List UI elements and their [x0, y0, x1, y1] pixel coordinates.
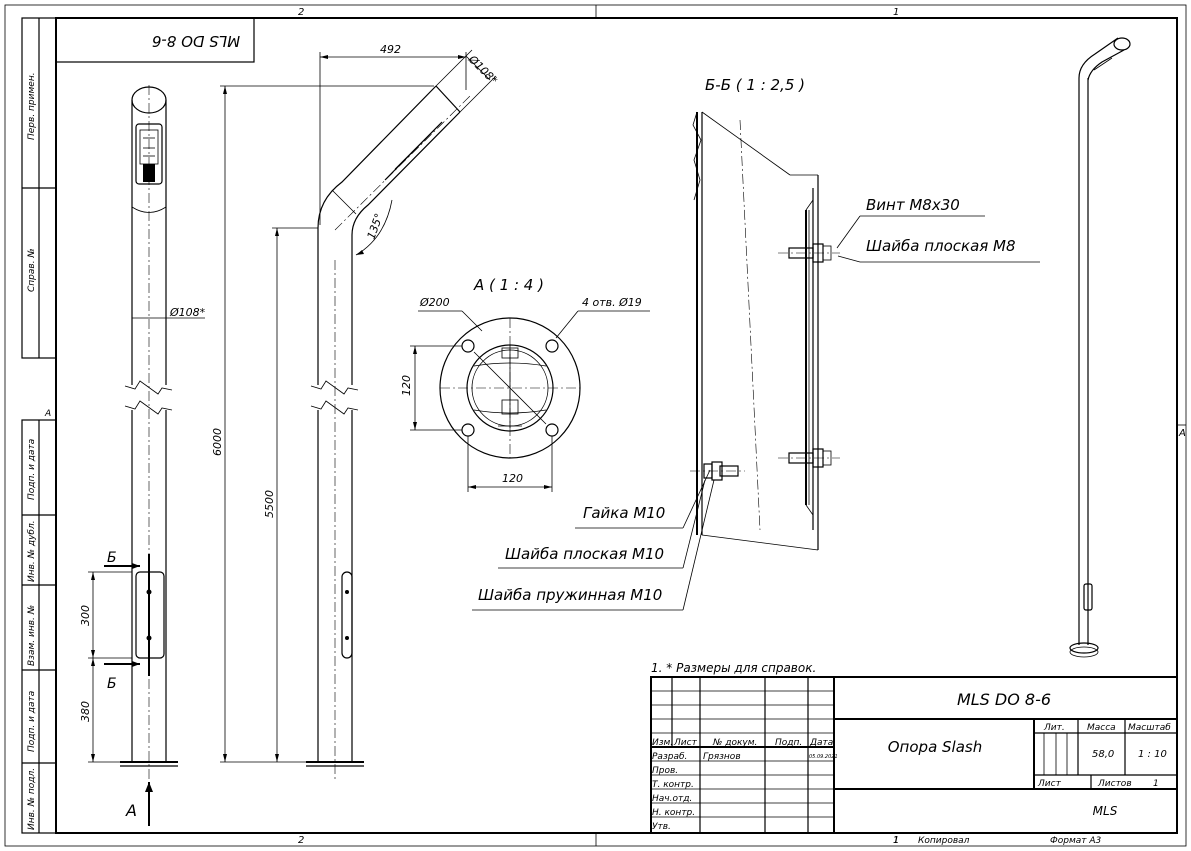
tb-sheets-label: Листов: [1097, 779, 1132, 789]
zone-label-top-left: 2: [298, 7, 304, 18]
tb-copied: Копировал: [918, 836, 970, 846]
tb-header-dokum: № докум.: [712, 738, 757, 748]
tb-name: Опора Slash: [888, 738, 982, 756]
tb-row-utv: Утв.: [652, 822, 671, 832]
side-stamp: [21, 17, 57, 834]
front-diameter-label: Ø108*: [169, 306, 206, 319]
view-arrow-label: A: [125, 801, 137, 820]
side-view-dimensions: [220, 49, 497, 763]
side-dim-diameter: Ø108*: [465, 52, 500, 87]
isometric-view: [1069, 37, 1131, 658]
stamp-perv-primen: Перв. примен.: [27, 72, 37, 140]
note-text: 1. * Размеры для справок.: [651, 661, 816, 675]
section-mark-bottom: Б: [107, 676, 117, 692]
stamp-vzam-inv: Взам. инв. №: [27, 605, 37, 666]
tb-header-data: Дата: [809, 738, 833, 748]
tb-header-izm: Изм.: [652, 738, 673, 748]
front-dim-380: 380: [79, 701, 92, 722]
tb-row-t-kontr: Т. контр.: [652, 780, 694, 790]
zone-label-right: A: [1178, 428, 1186, 439]
tb-mass: 58,0: [1092, 749, 1114, 760]
section-mark-top: Б: [107, 550, 117, 566]
view-a-dim-120-h: 120: [502, 472, 523, 485]
side-dim-492: 492: [380, 43, 401, 56]
tb-lit-label: Лит.: [1043, 723, 1065, 733]
label-shaiba-ploskaya: Шайба плоская М10: [505, 545, 664, 563]
stamp-inv-podl: Инв. № подл.: [27, 768, 37, 830]
tb-header-podp: Подп.: [775, 738, 802, 748]
tb-header-list: Лист: [673, 738, 698, 748]
stamp-inv-dubl: Инв. № дубл.: [27, 520, 37, 582]
tb-format: Формат А3: [1050, 836, 1102, 846]
front-view-dimensions: [88, 317, 205, 826]
view-a-title: A ( 1 : 4 ): [473, 276, 544, 294]
stamp-podp-data-2: Подп. и дата: [27, 691, 37, 752]
side-view-pole: [306, 85, 471, 780]
view-a-holes: 4 отв. Ø19: [582, 296, 642, 309]
tb-scale-label: Масштаб: [1128, 723, 1171, 733]
tb-row-n-kontr: Н. контр.: [652, 808, 695, 818]
label-shaiba-pruzhinnaya: Шайба пружинная М10: [478, 586, 662, 604]
side-dim-6000: 6000: [211, 428, 224, 456]
side-dim-5500: 5500: [263, 490, 276, 518]
section-bb-leaders: [472, 215, 1040, 611]
view-a-dimensions: [410, 310, 650, 492]
mirrored-code-box: [55, 17, 255, 63]
tb-bottom-num: 1: [893, 836, 899, 846]
tb-sheets: 1: [1153, 779, 1159, 789]
zone-label-bottom-left: 2: [298, 835, 304, 846]
title-block-grid: [650, 676, 1178, 834]
zone-label-top-right: 1: [893, 7, 899, 18]
tb-date: 05.09.2021: [809, 754, 838, 760]
stamp-podp-data-1: Подп. и дата: [27, 439, 37, 500]
zone-label-bottom-right: 1: [893, 835, 899, 846]
tb-developer: Грязнов: [703, 752, 741, 762]
label-gaika: Гайка М10: [583, 504, 665, 522]
tb-designation: MLS DO 8-6: [957, 690, 1051, 709]
zone-label-left: A: [44, 409, 51, 419]
stamp-sprav-no: Справ. №: [27, 248, 37, 292]
mirrored-code: MLS DO 8-6: [152, 32, 240, 50]
tb-row-razrab: Разраб.: [652, 752, 687, 762]
view-a-diam-200: Ø200: [419, 296, 450, 309]
label-shaiba-m8: Шайба плоская М8: [866, 237, 1016, 255]
view-a-dim-120-v: 120: [400, 375, 413, 396]
view-a-flange: [439, 317, 581, 459]
tb-sheet-label: Лист: [1037, 779, 1062, 789]
label-vint: Винт М8х30: [866, 196, 960, 214]
tb-row-prov: Пров.: [652, 766, 678, 776]
front-view-pole: [120, 85, 178, 780]
side-dim-angle: 135°: [365, 212, 386, 241]
tb-mass-label: Масса: [1087, 723, 1116, 733]
tb-row-nach-otd: Нач.отд.: [652, 794, 692, 804]
section-bb: [690, 111, 840, 551]
front-dim-300: 300: [79, 605, 92, 626]
tb-scale: 1 : 10: [1138, 749, 1167, 760]
tb-company: MLS: [1093, 804, 1118, 818]
section-bb-title: Б-Б ( 1 : 2,5 ): [705, 76, 805, 94]
